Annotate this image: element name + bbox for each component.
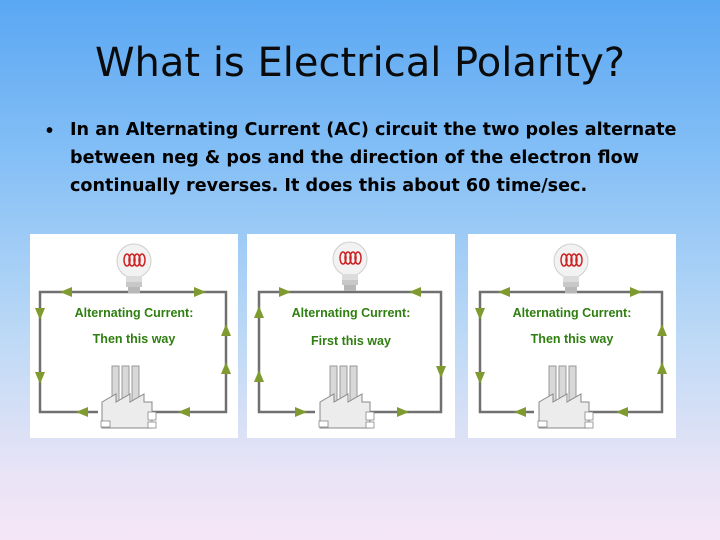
circuit-panel-1: Alternating Current: Then this way: [30, 234, 238, 438]
current-arrows: [254, 287, 446, 417]
current-arrows: [475, 287, 667, 417]
arrow-icon: [475, 372, 485, 384]
circuit-diagram-3: [475, 243, 667, 430]
circuit-diagram-1: [35, 243, 231, 430]
panel-subheading: Then this way: [530, 332, 614, 346]
panel-subheading: Then this way: [92, 332, 176, 346]
arrow-icon: [221, 324, 231, 336]
slide-title: What is Electrical Polarity?: [95, 40, 625, 86]
arrow-icon: [76, 407, 88, 417]
arrow-icon: [254, 306, 264, 318]
arrow-icon: [221, 362, 231, 374]
factory-icon: [98, 364, 157, 430]
arrow-icon: [657, 362, 667, 374]
light-bulb-icon: [116, 243, 152, 293]
panel-heading: Alternating Current:: [291, 306, 411, 320]
arrow-icon: [279, 287, 291, 297]
arrow-icon: [475, 308, 485, 320]
circuit-panel-3: Alternating Current: Then this way: [468, 234, 676, 438]
factory-icon: [534, 364, 594, 430]
arrow-icon: [514, 407, 526, 417]
factory-icon: [315, 364, 375, 430]
current-arrows: [35, 287, 231, 417]
arrow-icon: [436, 366, 446, 378]
arrow-icon: [409, 287, 421, 297]
panel-subheading: First this way: [311, 334, 391, 348]
light-bulb-icon: [332, 241, 368, 291]
arrow-icon: [194, 287, 206, 297]
arrow-icon: [498, 287, 510, 297]
arrow-icon: [254, 370, 264, 382]
arrow-icon: [616, 407, 628, 417]
arrow-icon: [35, 372, 45, 384]
arrow-icon: [397, 407, 409, 417]
bullet-item: • In an Alternating Current (AC) circuit…: [46, 116, 696, 200]
circuit-diagram-2: [254, 241, 446, 430]
arrow-icon: [178, 407, 190, 417]
bullet-dot-icon: •: [46, 120, 54, 142]
panel-heading: Alternating Current:: [512, 306, 632, 320]
panel-heading: Alternating Current:: [74, 306, 194, 320]
arrow-icon: [60, 287, 72, 297]
bullet-text: In an Alternating Current (AC) circuit t…: [70, 120, 677, 196]
light-bulb-icon: [553, 243, 589, 293]
arrow-icon: [657, 324, 667, 336]
circuit-panel-2: Alternating Current: First this way: [247, 234, 455, 438]
arrow-icon: [35, 308, 45, 320]
arrow-icon: [295, 407, 307, 417]
arrow-icon: [630, 287, 642, 297]
